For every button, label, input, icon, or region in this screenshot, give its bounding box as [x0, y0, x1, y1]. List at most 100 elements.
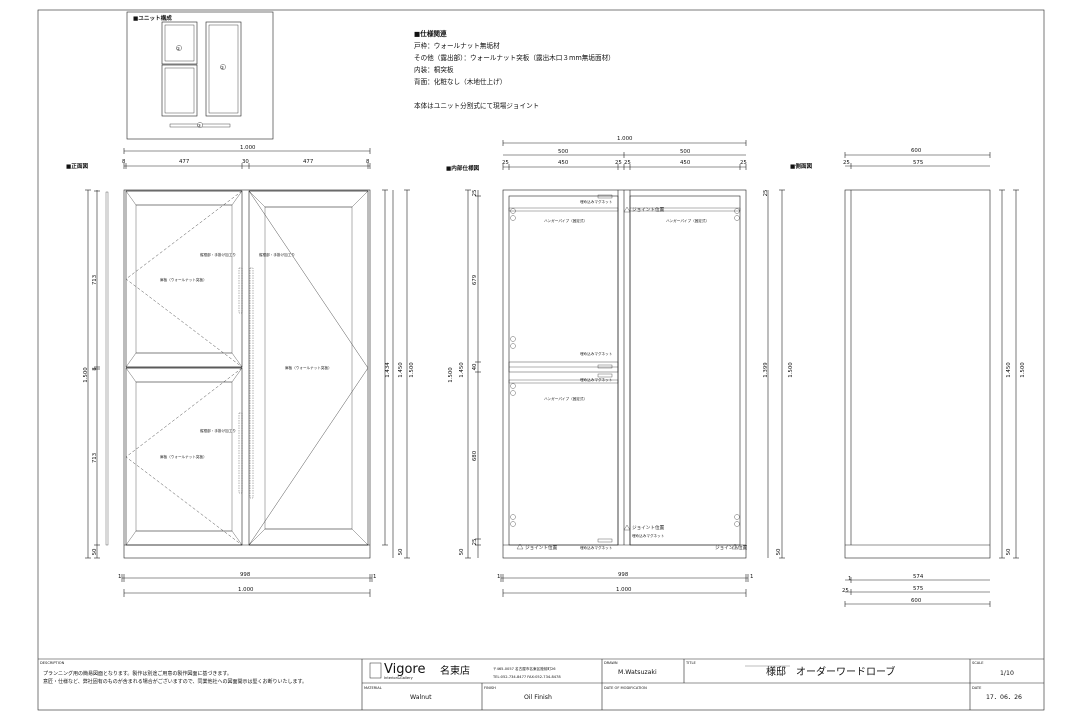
- spec-heading: ■仕様関連: [414, 29, 447, 38]
- interior-label-magnet-top: 埋め込みマグネット: [580, 199, 613, 204]
- front-dim-1000: 1.000: [240, 145, 256, 151]
- title-block: DESCRIPTION プランニング用の簡易図面となります。製作は別途ご用意の製…: [38, 658, 1044, 710]
- side-dim-rh1450: 1.450: [1006, 362, 1012, 378]
- front-dim-h1500: 1.500: [83, 367, 89, 383]
- front-dim-r50: 50: [398, 548, 404, 555]
- interior-view-title: ■内部仕様図: [446, 164, 480, 172]
- interior-view: ■内部仕様図 1.000 500 500 25 450 25 25 450 25: [446, 136, 794, 597]
- front-label-door-lower: 扉板（ウォールナット突板）: [160, 454, 207, 459]
- side-dim-b600: 600: [911, 598, 922, 604]
- interior-dim-rh1399: 1.399: [763, 362, 769, 378]
- tb-finish-label: FINISH: [484, 686, 496, 690]
- front-dim-b1a: 1: [118, 574, 121, 580]
- side-dim-b25: 25: [842, 588, 849, 594]
- front-dim-477a: 477: [179, 159, 189, 165]
- tb-description-1: プランニング用の簡易図面となります。製作は別途ご用意の製作図面に基づきます。: [43, 670, 232, 677]
- interior-label-joint-lower: ジョイント位置: [632, 524, 665, 531]
- tb-title-value: 様邸 オーダーワードローブ: [766, 665, 895, 678]
- unit-label-a: ①: [177, 46, 181, 51]
- side-dim-t575: 575: [913, 160, 923, 166]
- interior-label-joint-bottom-left: ジョイント位置: [525, 544, 558, 551]
- unit-label-b: ②: [221, 65, 225, 70]
- tb-mod-label: DATE OF MODIFICATION: [604, 686, 647, 690]
- front-dim-713b: 713: [92, 453, 98, 463]
- interior-dim-500a: 500: [558, 149, 569, 155]
- tb-scale-value: 1/10: [1000, 670, 1014, 677]
- tb-description-label: DESCRIPTION: [40, 661, 65, 665]
- interior-dim-t25b: 25: [615, 160, 622, 166]
- front-dim-r1434: 1.434: [385, 362, 391, 378]
- interior-dim-l25b: 25: [472, 539, 478, 546]
- interior-dim-t25c: 25: [624, 160, 631, 166]
- interior-dim-r50: 50: [776, 548, 782, 555]
- tb-title-label: TITLE: [685, 661, 696, 665]
- interior-dim-l40: 40: [472, 363, 478, 370]
- side-dim-r50: 50: [1006, 548, 1012, 555]
- side-dim-b574: 574: [913, 574, 924, 580]
- front-label-door-right: 扉板（ウォールナット突板）: [285, 365, 332, 370]
- side-view-title: ■側面図: [790, 162, 812, 170]
- interior-dim-t25a: 25: [502, 160, 509, 166]
- front-view: ■正面図 1.000 8 477 30 477 8: [66, 145, 415, 597]
- tb-address: 〒465-0057 名古屋市名東区陸前町26: [493, 666, 556, 671]
- tb-store: 名東店: [440, 664, 470, 677]
- tb-brand-sub: Interior&Gallery: [384, 676, 414, 680]
- interior-dim-t450b: 450: [680, 160, 691, 166]
- spec-block: ■仕様関連 戸枠：ウォールナット無垢材 その他（露出部）：ウォールナット突板（露…: [414, 29, 615, 110]
- side-dim-600: 600: [911, 148, 922, 154]
- front-dim-b1b: 1: [373, 574, 376, 580]
- front-dim-h50: 50: [92, 548, 98, 555]
- spec-line-4: 背面：化粧なし（木地仕上げ）: [414, 77, 506, 86]
- interior-label-hanger-lower: ハンガーパイプ（固定式）: [544, 396, 587, 401]
- tb-date-label: DATE: [972, 686, 982, 690]
- interior-label-magnet-mid-a: 埋め込みマグネット: [580, 351, 613, 356]
- tb-drawn-label: DRAWN: [604, 661, 618, 665]
- interior-label-joint-bottom-right: ジョイント位置: [715, 544, 748, 551]
- front-label-pull-ul: 縦框部・手掛け加工り: [200, 252, 236, 257]
- interior-dim-t25d: 25: [740, 160, 747, 166]
- interior-dim-r25: 25: [763, 190, 769, 197]
- interior-dim-b1a: 1: [497, 574, 500, 580]
- unit-config-title: ■ユニット構成: [133, 14, 172, 22]
- interior-label-magnet-bottom: 埋め込みマグネット: [580, 545, 613, 550]
- interior-dim-b1b: 1: [750, 574, 753, 580]
- unit-config-panel: ■ユニット構成 ① ② ③: [126, 11, 274, 140]
- interior-dim-500b: 500: [680, 149, 691, 155]
- front-dim-8b: 8: [366, 159, 370, 165]
- spec-line-2: その他（露出部）：ウォールナット突板（露出木口３mm無垢面材）: [414, 53, 615, 62]
- front-label-pull-ur: 縦框部・手掛け加工り: [259, 252, 295, 257]
- front-label-door-upper: 扉板（ウォールナット突板）: [160, 277, 207, 282]
- front-dim-713a: 713: [92, 275, 98, 285]
- side-dim-t25: 25: [843, 160, 850, 166]
- interior-dim-l50: 50: [459, 548, 465, 555]
- spec-line-3: 内装：桐突板: [414, 65, 454, 74]
- front-dim-b1000: 1.000: [238, 587, 254, 593]
- tb-logo-mark: [369, 662, 382, 679]
- tb-material-label: MATERIAL: [364, 686, 382, 690]
- spec-note: 本体はユニット分割式にて現場ジョイント: [414, 101, 539, 110]
- interior-dim-1000: 1.000: [617, 136, 633, 142]
- interior-dim-l679: 679: [472, 274, 478, 285]
- interior-dim-t450a: 450: [558, 160, 569, 166]
- side-dim-b1: 1: [848, 576, 851, 582]
- interior-dim-lh1500: 1.500: [448, 367, 454, 383]
- interior-label-hanger-right: ハンガーパイプ（固定式）: [666, 218, 709, 223]
- front-dim-477b: 477: [303, 159, 313, 165]
- tb-material-value: Walnut: [410, 694, 432, 701]
- tb-date-value: 17．06．26: [986, 694, 1022, 701]
- interior-label-hanger-left: ハンガーパイプ（固定式）: [544, 218, 587, 223]
- tb-drawn-value: M.Watsuzaki: [618, 669, 657, 676]
- tb-finish-value: Oil Finish: [524, 694, 552, 701]
- tb-tel: TEL:052-734-8477 FAX:052-734-8478: [492, 675, 561, 679]
- interior-dim-rh1500: 1.500: [788, 362, 794, 378]
- tb-scale-label: SCALE: [972, 661, 984, 665]
- unit-label-c: ③: [198, 123, 202, 128]
- front-label-pull-ll: 縦框部・手掛け加工り: [200, 428, 236, 433]
- side-dim-rh1500: 1.500: [1020, 362, 1026, 378]
- interior-dim-l680: 680: [472, 450, 478, 461]
- front-dim-h8: 8: [92, 367, 98, 371]
- interior-dim-b1000: 1.000: [616, 587, 632, 593]
- front-dim-8a: 8: [122, 159, 126, 165]
- front-dim-r1450: 1.450: [398, 362, 404, 378]
